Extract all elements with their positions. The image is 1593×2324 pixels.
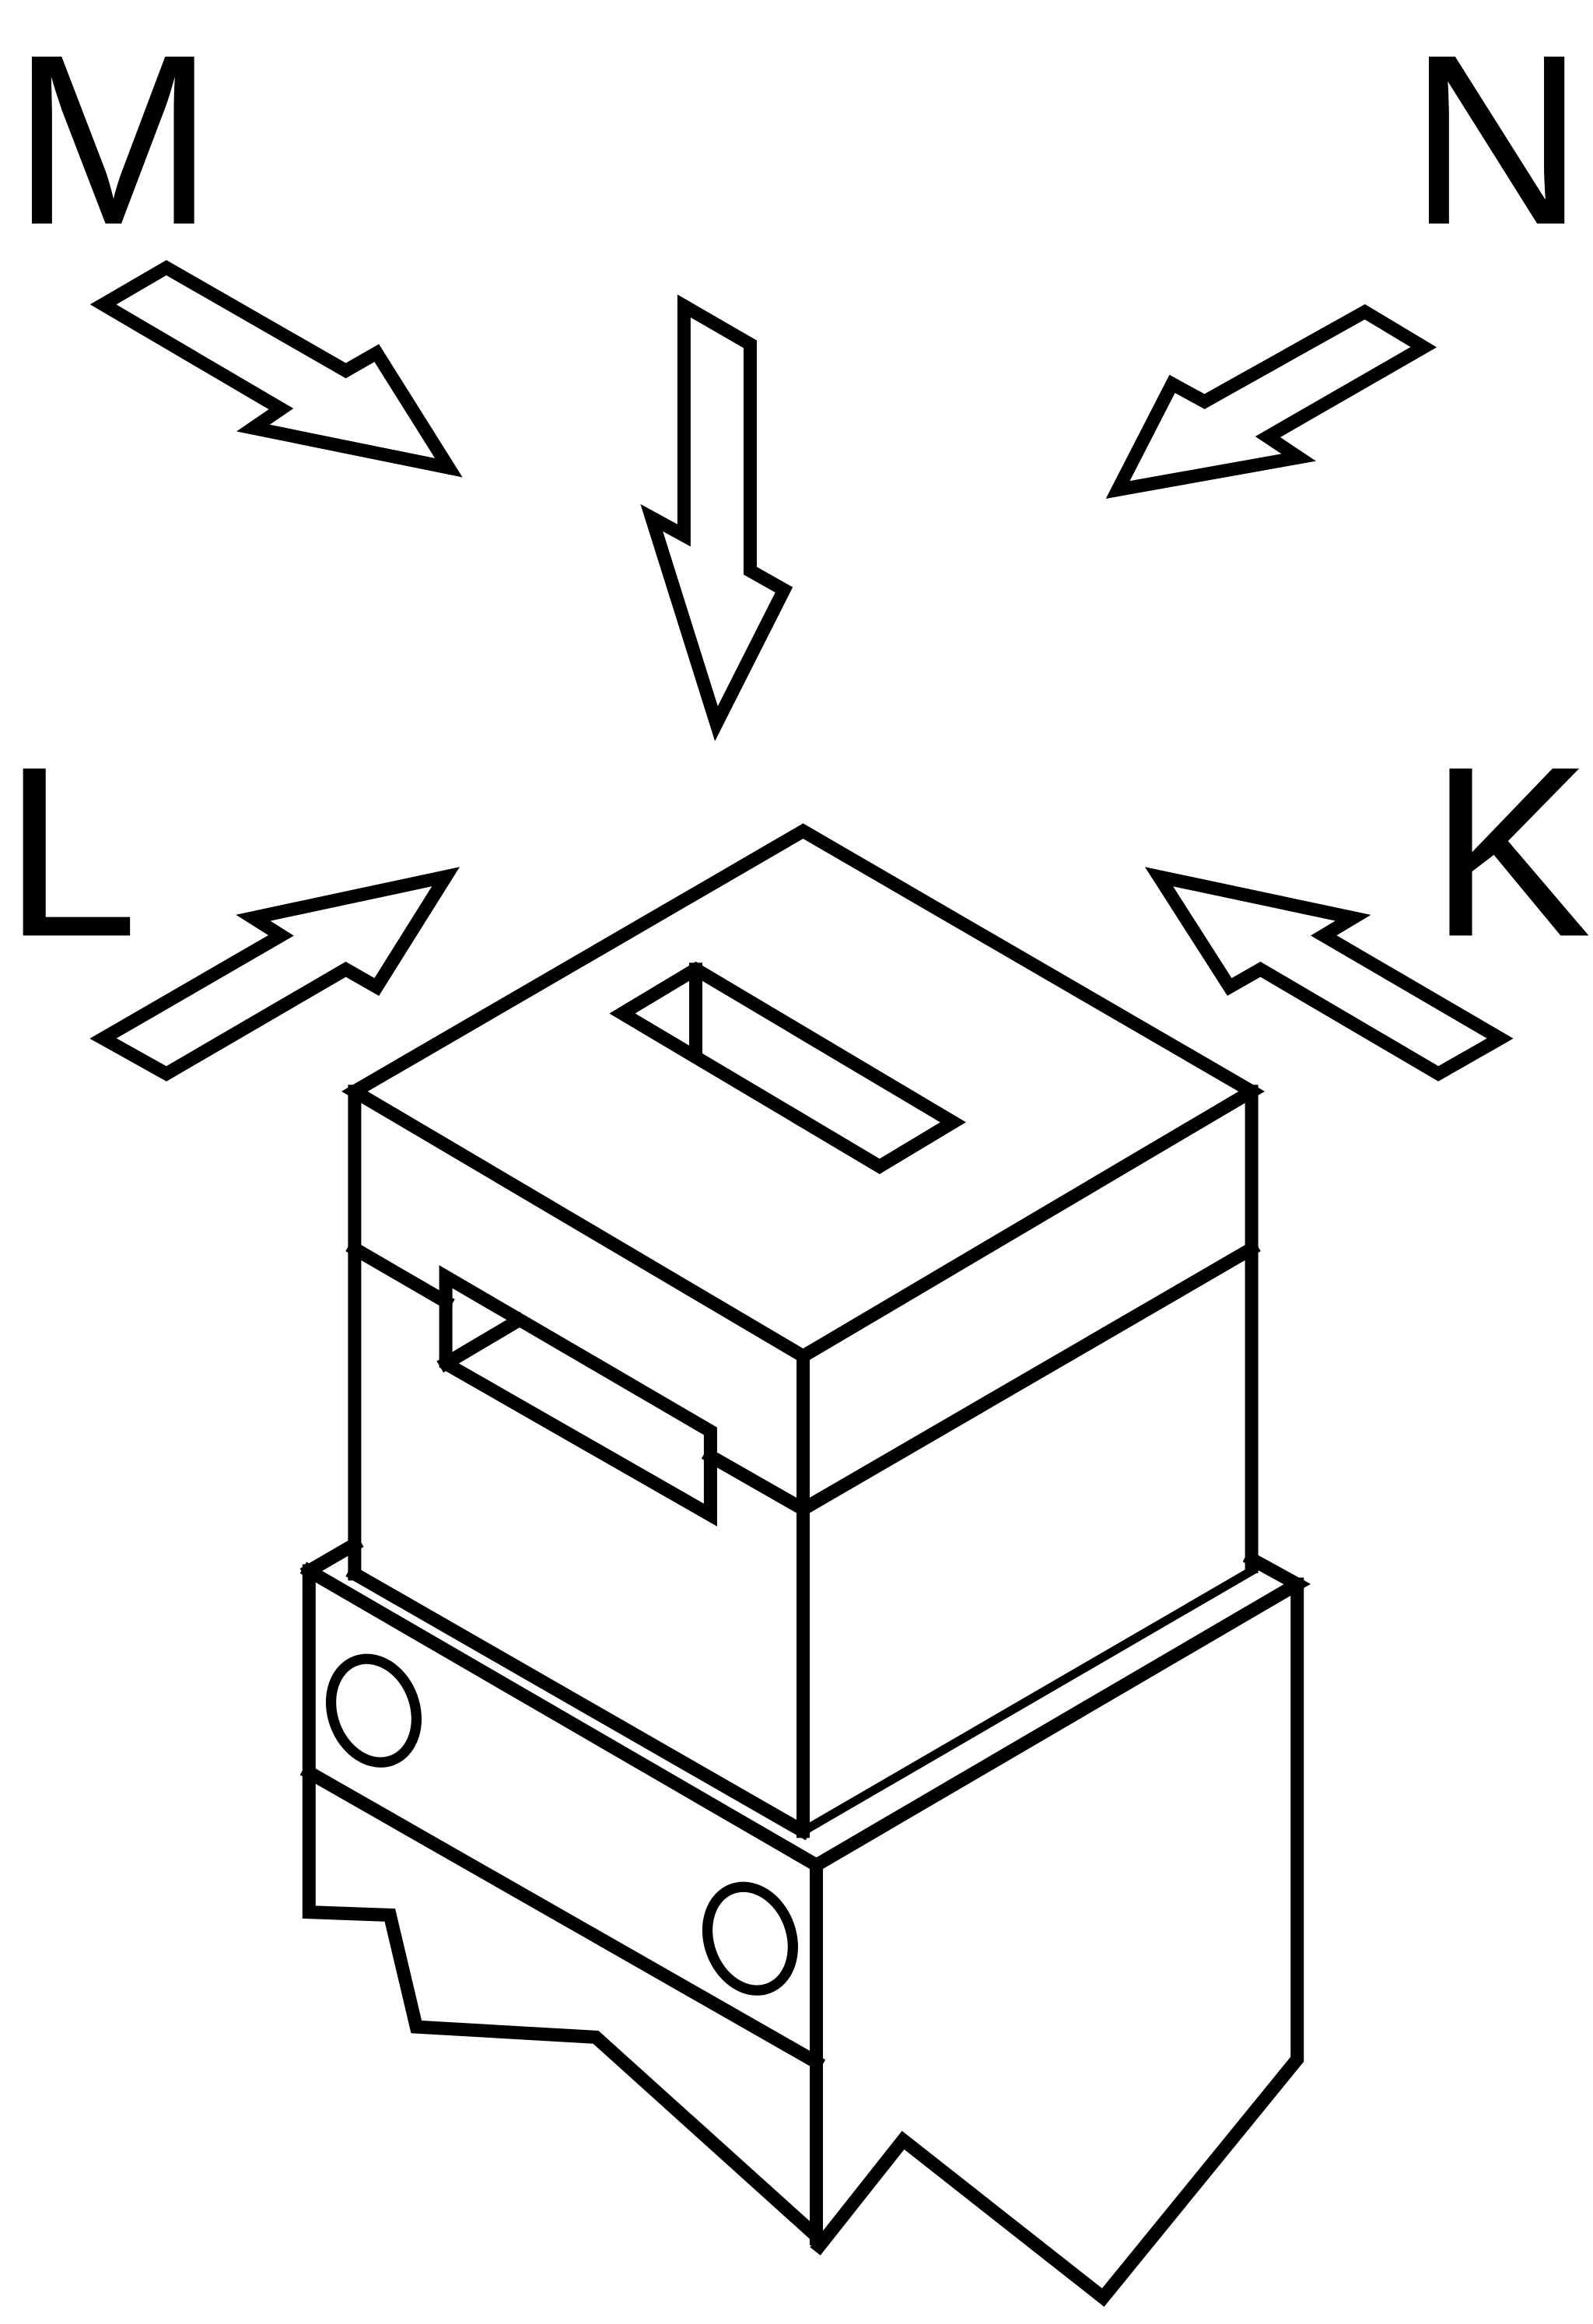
hole	[325, 1653, 422, 1768]
top-slot	[609, 961, 966, 1175]
label-k: K	[1430, 717, 1591, 987]
top-face	[341, 823, 1265, 1364]
arrow-k-icon	[1144, 867, 1514, 1081]
arrow-n-icon	[1105, 303, 1437, 499]
front-slot	[439, 1265, 717, 1527]
label-l: L	[3, 717, 138, 987]
label-n: N	[1409, 5, 1584, 275]
hole	[702, 1881, 798, 1996]
label-m: M	[12, 5, 214, 275]
arrow-m-icon	[89, 260, 463, 478]
arrow-down-icon	[640, 294, 793, 741]
device-body	[299, 823, 1311, 2307]
arrow-l-icon	[89, 867, 460, 1081]
